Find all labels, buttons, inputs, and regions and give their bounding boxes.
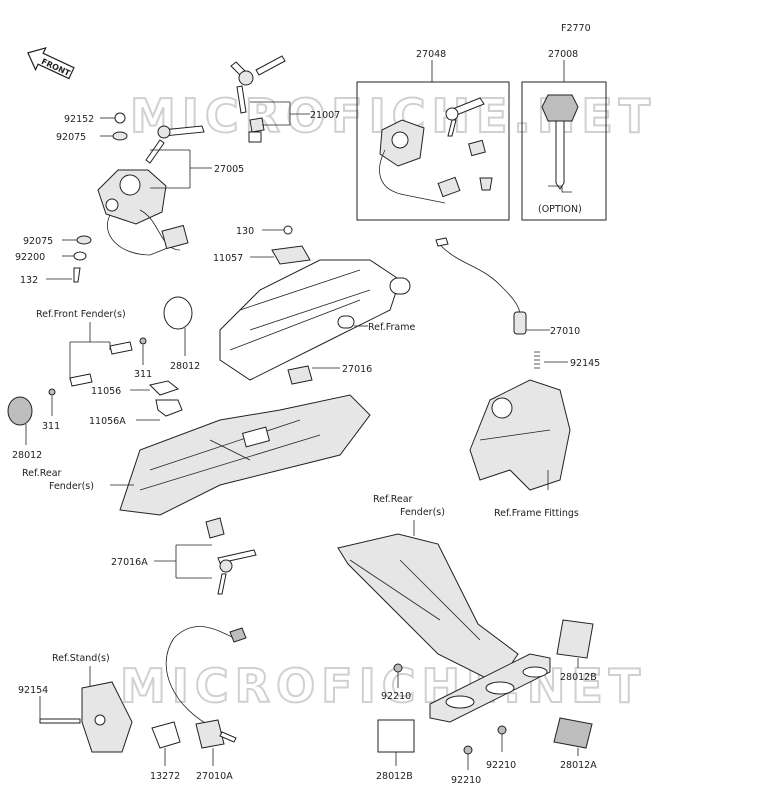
label-311-upper: 311 (134, 369, 152, 380)
label-ref-rear-fender-2: Fender(s) (49, 481, 94, 492)
label-27010: 27010 (550, 326, 580, 337)
label-11057: 11057 (213, 253, 243, 264)
label-92075-lower: 92075 (23, 236, 53, 247)
label-92075-upper: 92075 (56, 132, 86, 143)
label-27008: 27008 (548, 49, 578, 60)
label-13272: 13272 (150, 771, 180, 782)
label-27048: 27048 (416, 49, 446, 60)
label-92152: 92152 (64, 114, 94, 125)
label-ref-rear-fender-1: Ref.Rear (22, 468, 62, 479)
label-28012b-top: 28012B (560, 672, 597, 683)
label-ref-frame-fittings: Ref.Frame Fittings (494, 508, 579, 519)
label-27016a: 27016A (111, 557, 148, 568)
label-130: 130 (236, 226, 254, 237)
label-ref-stands: Ref.Stand(s) (52, 653, 110, 664)
seat-cable-27010: 27010 92145 Ref.Frame Fittings (435, 237, 600, 519)
label-28012-upper: 28012 (170, 361, 200, 372)
label-28012-lower: 28012 (12, 450, 42, 461)
label-132: 132 (20, 275, 38, 286)
front-arrow-icon: FRONT (27, 46, 75, 80)
label-311-lower: 311 (42, 421, 60, 432)
seat-lock-assembly: 11056 11056A Ref.Rear Fender(s) 27016A (22, 380, 371, 595)
figure-code: F2770 (561, 23, 591, 34)
label-ref-rear-fender-r1: Ref.Rear (373, 494, 413, 505)
label-option: (OPTION) (538, 204, 582, 215)
rear-license-assembly: Ref.Rear Fender(s) 28012B 92210 28012B 9… (337, 494, 597, 786)
label-21007: 21007 (310, 110, 340, 121)
label-ref-frame: Ref.Frame (368, 322, 415, 333)
label-92210-c: 92210 (486, 760, 516, 771)
frame-section: 130 11057 Ref.Frame 27016 (213, 225, 415, 385)
option-key-box: 27008 (OPTION) (521, 49, 607, 221)
ignition-kit-box: 27048 (356, 49, 510, 221)
label-27010a: 27010A (196, 771, 233, 782)
watermark-bottom: MICROFICHE.NET (120, 659, 646, 713)
label-27005: 27005 (214, 164, 244, 175)
label-92200: 92200 (15, 252, 45, 263)
label-11056a: 11056A (89, 416, 126, 427)
side-stand-switch: Ref.Stand(s) 92154 13272 27010A (18, 626, 247, 782)
label-92145: 92145 (570, 358, 600, 369)
label-92154: 92154 (18, 685, 48, 696)
label-ref-front-fender: Ref.Front Fender(s) (36, 309, 126, 320)
label-92210-b: 92210 (451, 775, 481, 786)
label-27016: 27016 (342, 364, 372, 375)
label-11056: 11056 (91, 386, 121, 397)
key-set-21007: 21007 (230, 55, 340, 143)
ignition-switch-27005: 92152 92075 27005 92075 92200 132 (15, 112, 244, 286)
label-ref-rear-fender-r2: Fender(s) (400, 507, 445, 518)
label-28012b-bottom: 28012B (376, 771, 413, 782)
front-fender-reflector: Ref.Front Fender(s) 311 28012 311 28012 (7, 296, 200, 461)
label-92210-a: 92210 (381, 691, 411, 702)
label-28012a-right: 28012A (560, 760, 597, 771)
